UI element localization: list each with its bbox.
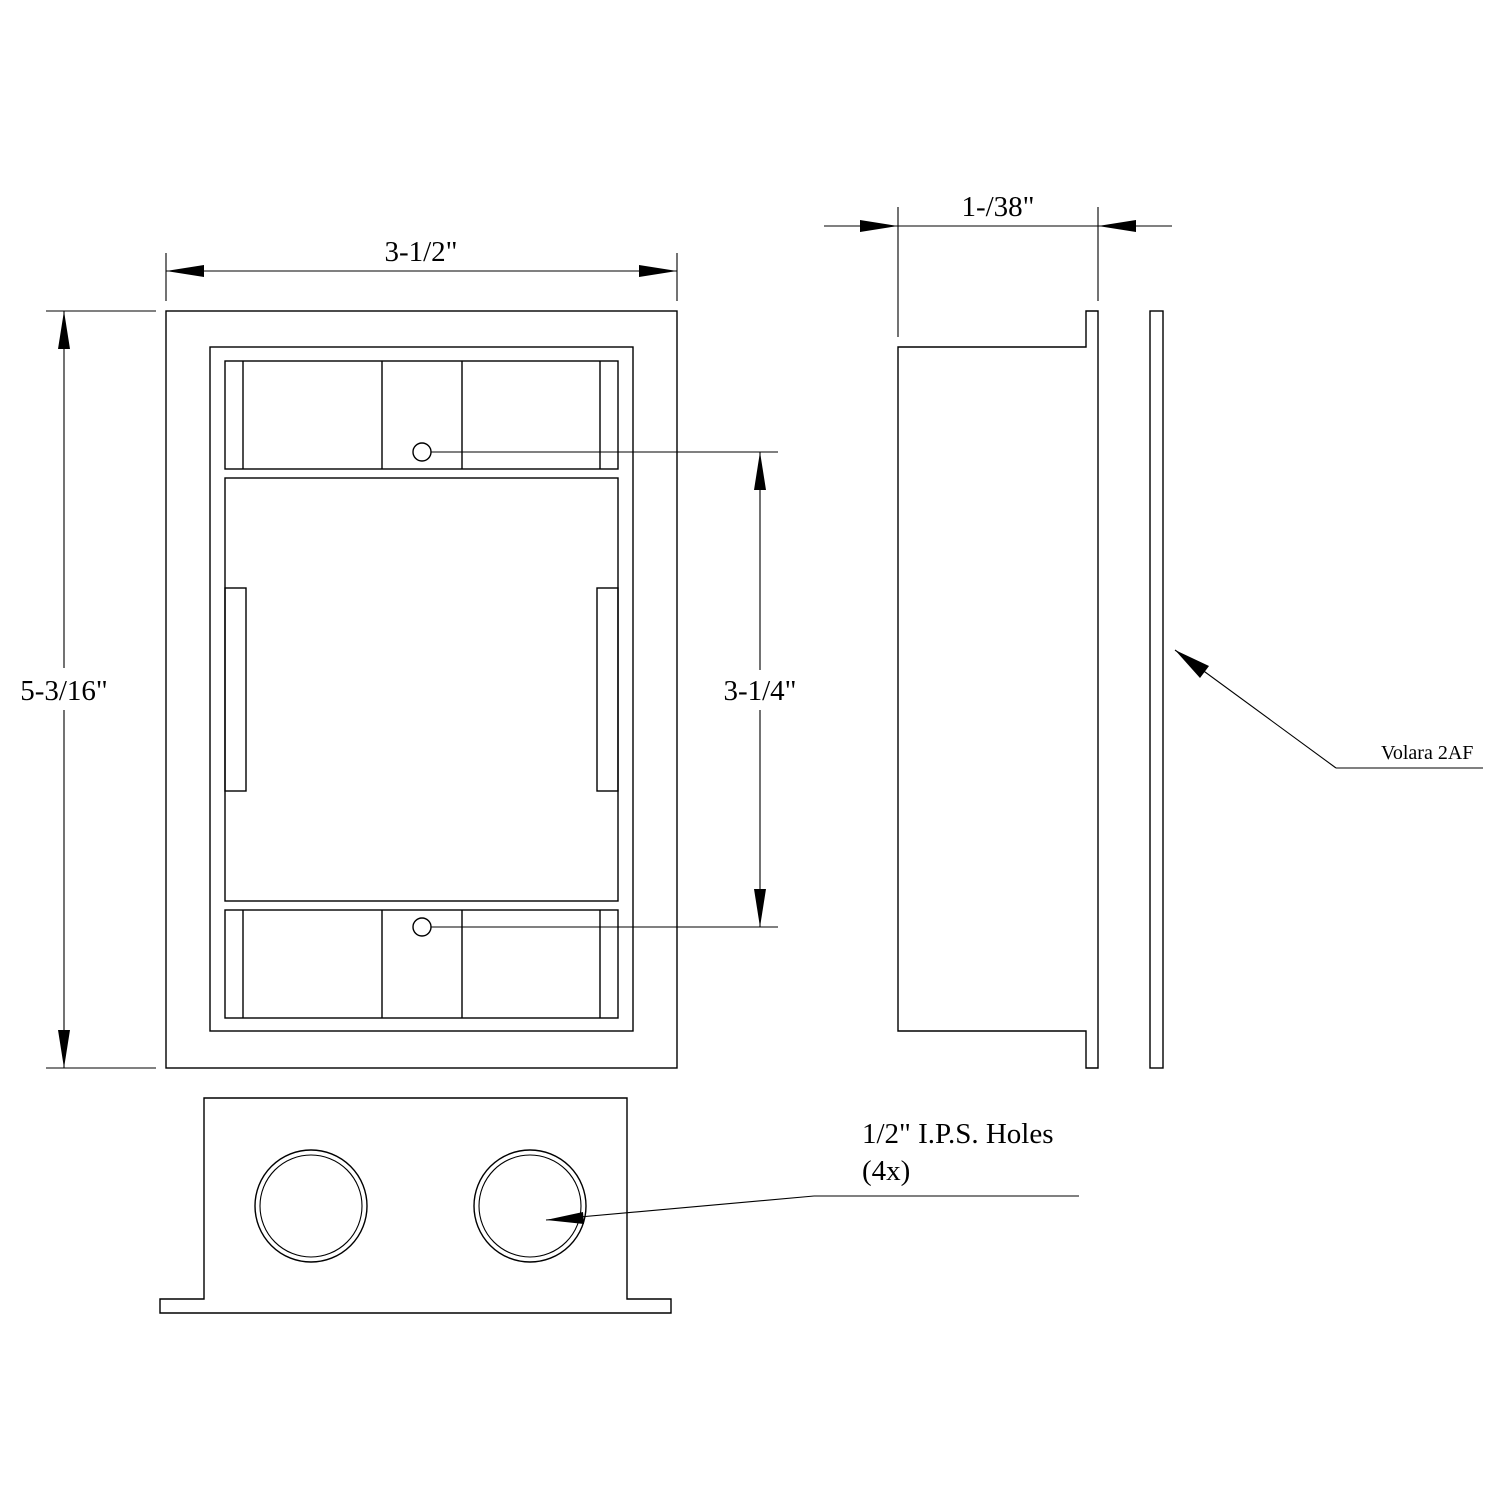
callout-holes-label-line2: (4x) bbox=[862, 1155, 910, 1187]
callout-holes-label-line1: 1/2" I.P.S. Holes bbox=[862, 1118, 1054, 1150]
top-hole-marker bbox=[412, 442, 432, 462]
front-inner-box bbox=[209, 346, 634, 1032]
side-box-profile bbox=[897, 310, 1099, 1069]
left-ips-hole bbox=[254, 1149, 368, 1263]
dimension-depth: 1-/38" bbox=[824, 191, 1172, 337]
bottom-compartment bbox=[224, 909, 619, 1019]
bottom-view bbox=[159, 1097, 672, 1314]
side-view bbox=[897, 310, 1164, 1069]
dimension-hole-spacing-label: 3-1/4" bbox=[723, 675, 796, 707]
callout-panel: Volara 2AF bbox=[1174, 649, 1483, 769]
left-bracket bbox=[224, 587, 247, 792]
bottom-hole-marker bbox=[412, 917, 432, 937]
right-bracket bbox=[596, 587, 619, 792]
dimension-width-label: 3-1/2" bbox=[384, 236, 457, 268]
dimension-hole-spacing: 3-1/4" bbox=[431, 451, 808, 928]
right-ips-hole bbox=[473, 1149, 587, 1263]
top-compartment bbox=[224, 360, 619, 470]
front-view bbox=[165, 310, 678, 1069]
callout-panel-label: Volara 2AF bbox=[1381, 742, 1473, 764]
center-panel bbox=[224, 477, 619, 902]
front-outer-flange bbox=[165, 310, 678, 1069]
bottom-box-profile bbox=[159, 1097, 672, 1314]
dimension-depth-label: 1-/38" bbox=[961, 191, 1034, 223]
dimension-height-label: 5-3/16" bbox=[20, 675, 108, 707]
volara-panel bbox=[1149, 310, 1164, 1069]
dimension-height: 5-3/16" bbox=[14, 310, 156, 1069]
callout-holes: 1/2" I.P.S. Holes (4x) bbox=[545, 1118, 1079, 1224]
dimension-width: 3-1/2" bbox=[165, 236, 678, 301]
